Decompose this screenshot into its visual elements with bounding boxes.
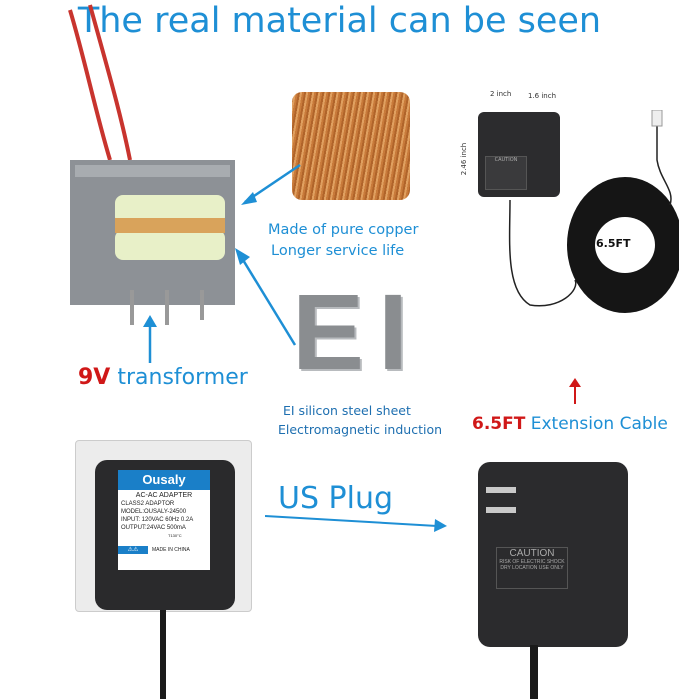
caution-label-small: CAUTION — [485, 156, 527, 190]
adapter-cable — [160, 610, 166, 699]
ei-steel-sheet-image: EI — [292, 271, 423, 392]
warning-icons: ⚠⚠ — [118, 546, 148, 554]
dim-depth: 1.6 inch — [528, 92, 557, 100]
arrow-right-icon — [265, 515, 447, 532]
label-temp: T130°C — [168, 533, 182, 538]
arrow-icon — [235, 248, 297, 346]
copper-text-2: Longer service life — [271, 243, 405, 259]
arrow-icon — [241, 163, 301, 205]
plug-prong — [486, 487, 516, 493]
caution-line1: RISK OF ELECTRIC SHOCK — [499, 559, 565, 565]
transformer-voltage: 9V — [78, 365, 111, 390]
transformer-label: transformer — [117, 365, 248, 390]
caution-line2: DRY LOCATION USE ONLY — [500, 565, 564, 571]
cable-caption: 6.5FT Extension Cable — [472, 413, 668, 435]
label-output: OUTPUT:24VAC 500mA — [121, 525, 186, 531]
caution-title: CAUTION — [509, 548, 555, 559]
transformer-drawing — [68, 4, 235, 325]
cable-length-badge: 6.5FT — [596, 237, 631, 250]
us-plug-label: US Plug — [278, 481, 394, 516]
arrow-up-icon — [143, 315, 157, 363]
transformer-caption: 9V transformer — [78, 364, 248, 392]
label-input: INPUT: 120VAC 60Hz 0.2A — [121, 517, 194, 523]
arrow-up-icon — [569, 378, 581, 404]
cable-label: Extension Cable — [530, 414, 668, 434]
adapter-label: Ousaly AC-AC ADAPTER CLASS2 ADAPTOR MODE… — [118, 470, 210, 570]
copper-text-1: Made of pure copper — [268, 222, 419, 238]
transformer-image — [55, 0, 245, 330]
adapter-cable — [530, 645, 538, 699]
label-model: MODEL:OUSALY-24500 — [121, 509, 187, 515]
dim-height: 2.46 inch — [460, 142, 469, 176]
label-class: CLASS2 ADAPTOR — [121, 501, 175, 507]
ei-text-1: EI silicon steel sheet — [283, 403, 411, 418]
dim-width: 2 inch — [490, 90, 512, 98]
label-origin: MADE IN CHINA — [152, 547, 190, 553]
copper-coil-image — [292, 92, 410, 200]
cable-length: 6.5FT — [472, 414, 526, 434]
page-title: The real material can be seen — [77, 1, 602, 41]
caution-label: CAUTION RISK OF ELECTRIC SHOCK DRY LOCAT… — [496, 547, 568, 589]
adapter-dimension-image: CAUTION 2 inch 1.6 inch 2.46 inch — [460, 90, 565, 200]
brand-logo: Ousaly — [118, 470, 210, 490]
coiled-cable-image — [508, 110, 679, 313]
label-type: AC-AC ADAPTER — [135, 492, 193, 499]
ei-text-2: Electromagnetic induction — [278, 422, 443, 437]
plug-prong — [486, 507, 516, 513]
adapter-plug-image: CAUTION RISK OF ELECTRIC SHOCK DRY LOCAT… — [478, 462, 628, 647]
